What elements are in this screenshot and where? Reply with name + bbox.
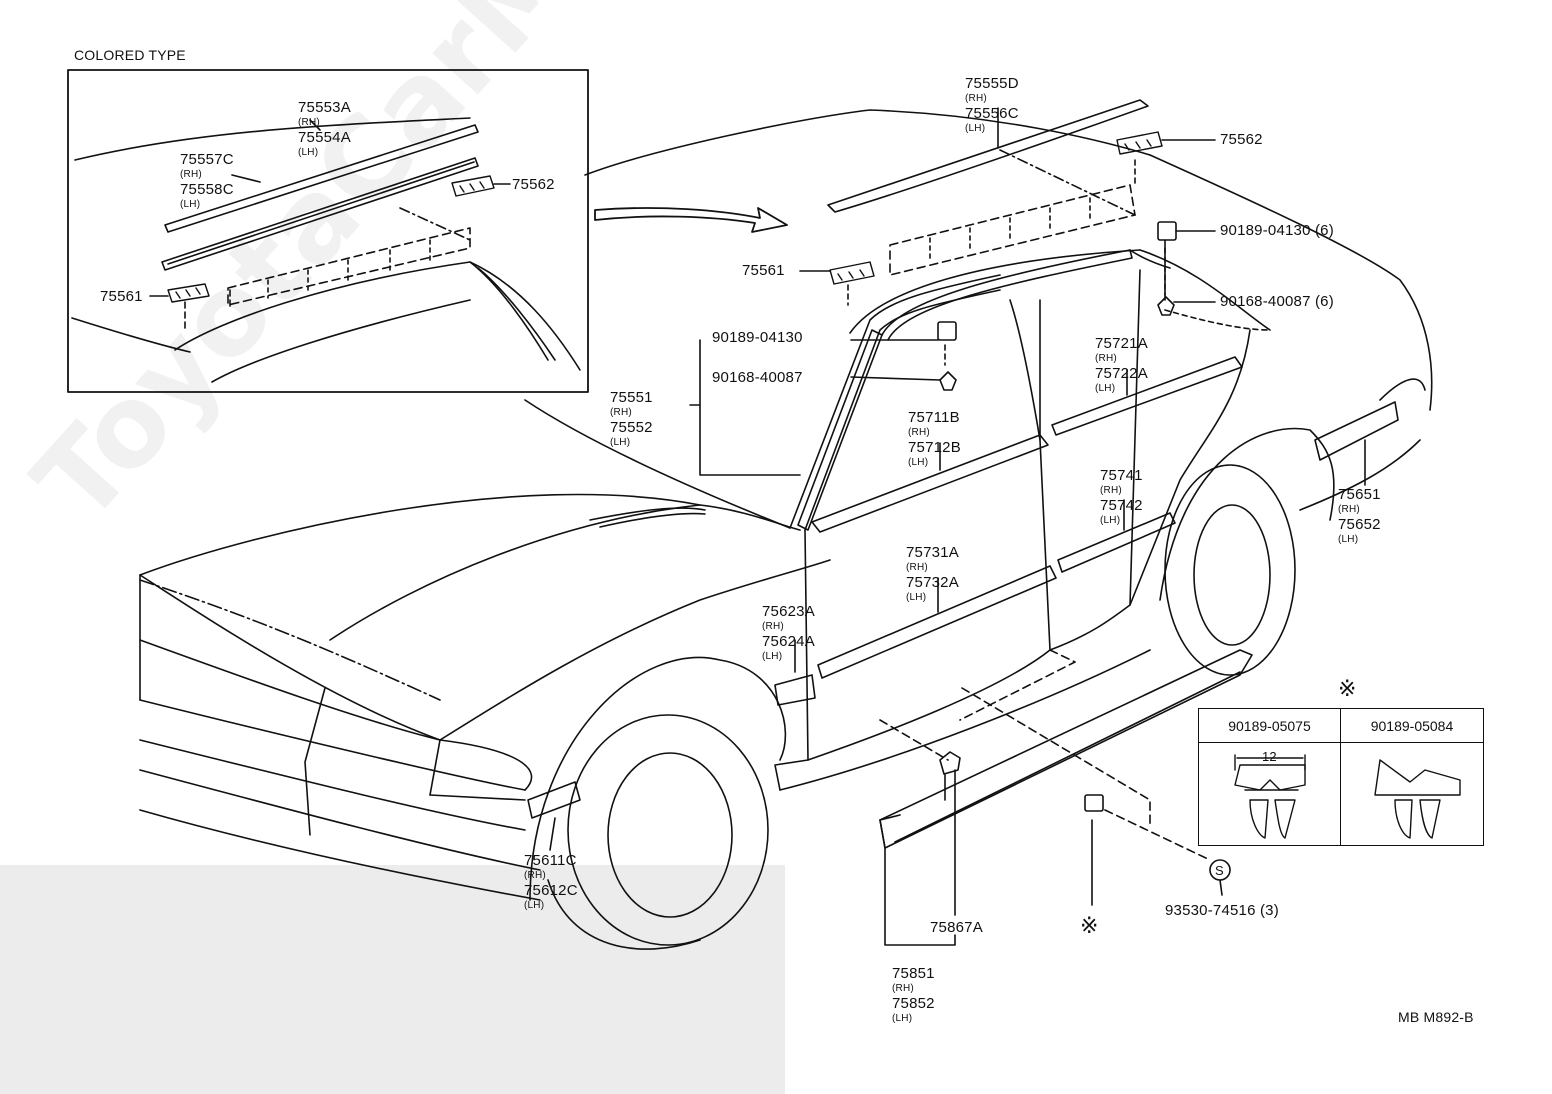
label-75561-inset: 75561 [100,288,143,305]
roof-line [584,109,1151,176]
label-75651-75652: 75651(RH) 75652(LH) [1338,486,1381,545]
label-75731A-75732A: 75731A(RH) 75732A(LH) [906,544,959,603]
clip-90189-04130-a [1157,221,1177,241]
label-75867A: 75867A [930,919,983,936]
inset-clip-75562 [451,175,495,197]
clip-asterisk [1084,794,1104,812]
label-75561-main: 75561 [742,262,785,279]
clip-90189-04130-b [937,321,957,341]
rocker-molding-75851 [879,649,1253,849]
inset-frame [67,69,589,393]
label-90168-40087: 90168-40087 [712,369,803,386]
inset-molding-upper [164,124,479,233]
clip-75561-main [829,261,875,285]
inset-title: COLORED TYPE [74,47,186,63]
label-75623A-75624A: 75623A(RH) 75624A(LH) [762,603,815,662]
roof-rail-dashed [889,184,1136,276]
asterisk-marker-clip: ※ [1080,913,1099,938]
roof-molding-75555 [827,99,1149,213]
inset-molding-lower [161,157,479,271]
screw-90168-40087-a [1157,296,1175,316]
dimension-label: 12 [1262,749,1277,764]
direction-arrow [594,207,788,233]
asterisk-marker-table: ※ [1338,676,1357,701]
label-75611C-75612C: 75611C(RH) 75612C(LH) [524,852,578,911]
label-75562-main: 75562 [1220,131,1263,148]
front-bumper [139,809,541,901]
a-pillar [789,274,1001,529]
inset-clip-75561 [167,283,210,303]
label-75553A-75554A: 75553A(RH) 75554A(LH) [298,99,351,158]
car-front-face [139,699,526,791]
label-90189-04130: 90189-04130 [712,329,803,346]
label-75711B-75712B: 75711B(RH) 75712B(LH) [908,409,961,468]
clip-75562-main [1116,131,1163,155]
table-header-col1: 90189-05075 [1199,709,1341,743]
clip-75867 [939,751,961,775]
molding-75711 [811,434,1049,533]
front-door [804,299,1051,761]
molding-75611 [527,781,581,819]
molding-75731 [817,565,1057,679]
table-cell-col2 [1341,743,1483,845]
rear-wheel-arch [1159,427,1335,601]
molding-75741 [1057,512,1176,573]
inset-windshield [174,261,581,371]
label-75551-75552: 75551(RH) 75552(LH) [610,389,653,448]
label-75741-75742: 75741(RH) 75742(LH) [1100,467,1143,526]
molding-75623 [774,674,816,706]
molding-75651 [1314,401,1399,461]
clip-reference-table: 90189-05075 90189-05084 [1198,708,1484,846]
label-75721A-75722A: 75721A(RH) 75722A(LH) [1095,335,1148,394]
label-93530-74516-3: 93530-74516 (3) [1165,902,1279,919]
clip-drawing-90189-05084 [1374,759,1461,839]
molding-75721 [1051,356,1243,436]
front-wheel-arch [529,656,787,901]
label-90168-40087-6: 90168-40087 (6) [1220,293,1334,310]
label-75555D-75556C: 75555D(RH) 75556C(LH) [965,75,1019,134]
clip-drawing-90189-05075 [1234,754,1306,839]
table-cell-col1 [1199,743,1341,845]
rear-wheel [1164,464,1296,676]
label-75562-inset: 75562 [512,176,555,193]
rear-door [1049,329,1251,651]
front-wheel [567,714,769,946]
label-75851-75852: 75851(RH) 75852(LH) [892,965,935,1024]
label-90189-04130-6: 90189-04130 (6) [1220,222,1334,239]
s-marker-circle [1209,859,1231,881]
car-hood-outline [524,399,791,529]
label-75557C-75558C: 75557C(RH) 75558C(LH) [180,151,234,210]
inset-body-line [71,317,191,353]
diagram-reference-code: MB M892-B [1398,1009,1474,1025]
screw-90168-40087-b [939,371,957,391]
s-marker: S [1215,863,1224,878]
table-header-col2: 90189-05084 [1341,709,1483,743]
inset-roof-line [74,117,471,161]
